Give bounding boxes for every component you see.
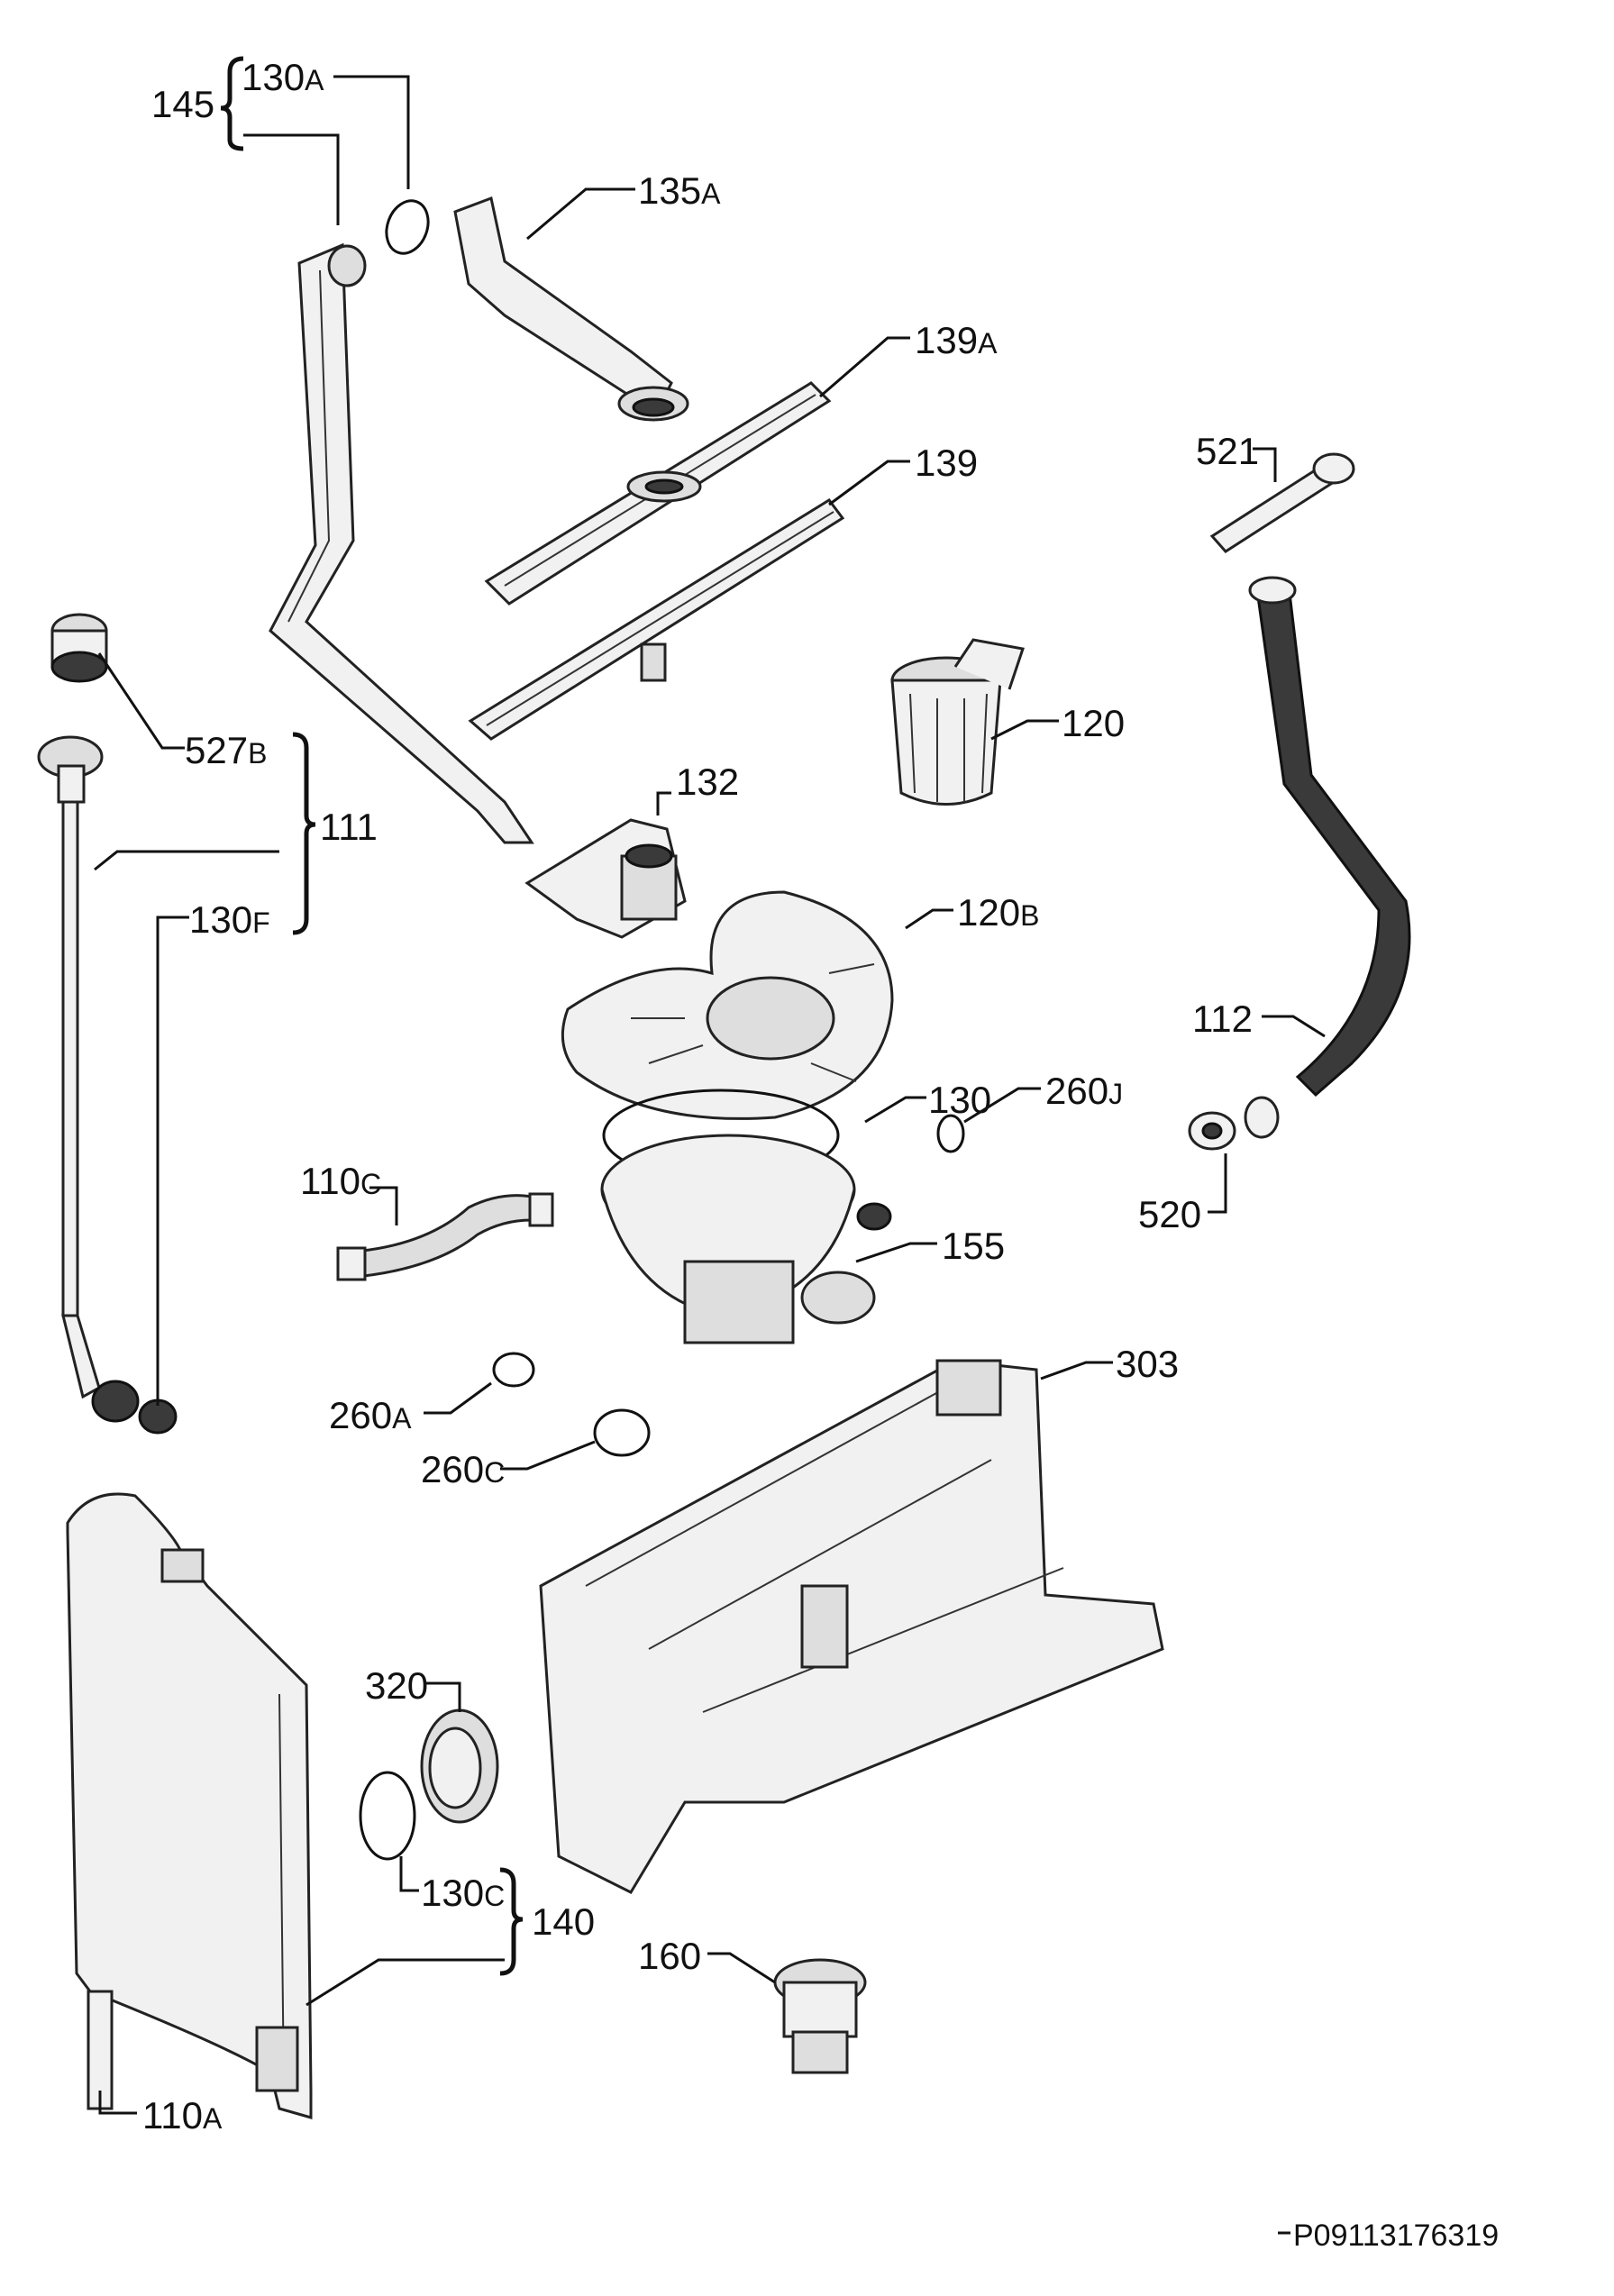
part-side-tank xyxy=(66,1492,313,2119)
label-140: 140 xyxy=(532,1900,595,1943)
part-sensor-bracket xyxy=(524,818,687,939)
label-155: 155 xyxy=(942,1225,1005,1267)
label-132: 132 xyxy=(676,761,739,803)
part-o-ring-130a xyxy=(385,199,430,255)
label-120: 120 xyxy=(1062,702,1125,744)
part-inlet-hose xyxy=(37,735,178,1435)
part-coarse-filter-plate xyxy=(561,890,894,1120)
callout-labels: 145 130A 135A 139A 139 521 527B 111 120 … xyxy=(142,56,1499,2253)
label-320: 320 xyxy=(365,1664,428,1707)
label-145: 145 xyxy=(151,83,214,125)
label-112: 112 xyxy=(1192,998,1253,1040)
label-139: 139 xyxy=(915,442,978,484)
reference-number: P09113176319 xyxy=(1293,2219,1499,2253)
part-strap-521 xyxy=(1209,452,1355,553)
label-120b: 120B xyxy=(957,891,1039,934)
part-drain-hose xyxy=(1244,576,1411,1139)
part-riser-pipe xyxy=(269,242,534,844)
label-130: 130 xyxy=(928,1079,991,1121)
part-upper-spray-tube xyxy=(453,196,689,422)
part-clamp-260a xyxy=(492,1352,535,1388)
part-corrugated-hose-110c xyxy=(336,1192,554,1281)
part-cap-527b xyxy=(50,613,108,683)
part-bracket-520 xyxy=(1188,1111,1236,1151)
part-pump xyxy=(773,1958,867,2074)
label-303: 303 xyxy=(1116,1343,1179,1385)
label-111: 111 xyxy=(320,806,378,848)
label-521: 521 xyxy=(1196,430,1259,472)
label-130a: 130A xyxy=(242,56,324,98)
leader-lines xyxy=(94,56,1326,2235)
label-527b: 527B xyxy=(185,729,267,771)
label-135a: 135A xyxy=(638,169,721,212)
part-upper-spray-arm xyxy=(484,381,832,606)
part-gasket-320 xyxy=(420,1708,499,1824)
part-clamp-260j xyxy=(936,1114,965,1153)
part-clamp-260c xyxy=(593,1408,651,1457)
label-260c: 260C xyxy=(421,1448,505,1490)
part-seal-130c xyxy=(359,1771,416,1861)
part-lower-spray-arm xyxy=(468,498,845,741)
label-260a: 260A xyxy=(329,1394,412,1436)
label-260j: 260J xyxy=(1045,1070,1123,1112)
label-130f: 130F xyxy=(189,898,270,941)
label-110c: 110C xyxy=(300,1160,381,1202)
label-110a: 110A xyxy=(142,2094,223,2137)
label-160: 160 xyxy=(638,1935,701,1977)
label-139a: 139A xyxy=(915,319,998,361)
label-520: 520 xyxy=(1138,1193,1201,1235)
part-sump xyxy=(600,1134,892,1344)
label-130c: 130C xyxy=(421,1872,505,1914)
part-filter xyxy=(890,638,1025,806)
part-base-tray xyxy=(539,1359,1164,1894)
